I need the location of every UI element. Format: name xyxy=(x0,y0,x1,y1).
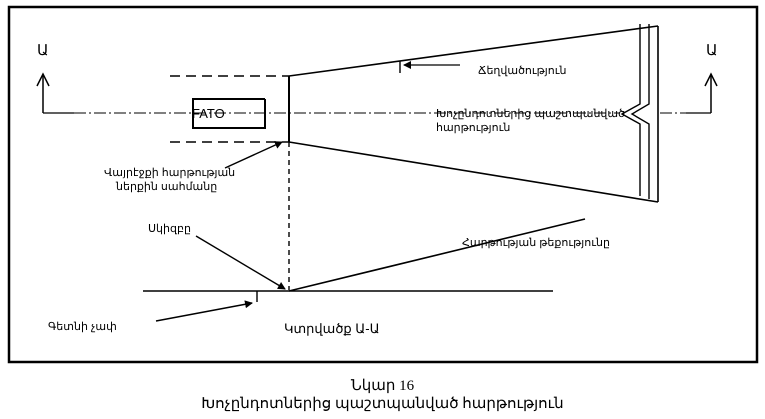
inner-edge-label-line1: Վայրէջքի հարթության xyxy=(104,167,235,179)
outer-edge-middle-line xyxy=(630,24,650,199)
origin-arrow xyxy=(195,235,286,290)
section-marker-right xyxy=(686,72,718,114)
figure-number: Նկար 16 xyxy=(350,378,415,394)
fato-label: FATO xyxy=(192,106,225,121)
figure-title: Խոչընդոտներից պաշտպանված հարթություն xyxy=(201,396,564,412)
ground-level-label: Գետնի չափ xyxy=(48,321,117,333)
surface-side-bottom xyxy=(288,141,659,203)
section-marker-right-label: Ա xyxy=(706,43,718,59)
surface-side-top xyxy=(288,25,659,77)
taper-label: Ճեղվածություն xyxy=(478,65,567,77)
obstacle-surface-label-line1: Խոչընդոտներից պաշտպանված xyxy=(436,108,625,120)
section-marker-left-label: Ա xyxy=(37,43,49,59)
outer-edge-inner-line xyxy=(620,24,641,196)
section-label: Կտրվածք Ա-Ա xyxy=(284,321,380,336)
origin-label: Սկիզբը xyxy=(148,223,191,235)
figure-frame xyxy=(7,5,759,364)
section-marker-left xyxy=(36,72,74,114)
slope-line xyxy=(288,218,586,292)
obstacle-surface-label-line2: հարթություն xyxy=(436,122,510,134)
inner-edge-label-line2: ներքին սահմանը xyxy=(115,181,217,193)
fato-area xyxy=(192,98,266,129)
slope-label: Հարթության թեքությունը xyxy=(462,237,610,249)
inner-edge-arrow xyxy=(224,141,283,169)
ground-level-arrow xyxy=(155,300,253,322)
